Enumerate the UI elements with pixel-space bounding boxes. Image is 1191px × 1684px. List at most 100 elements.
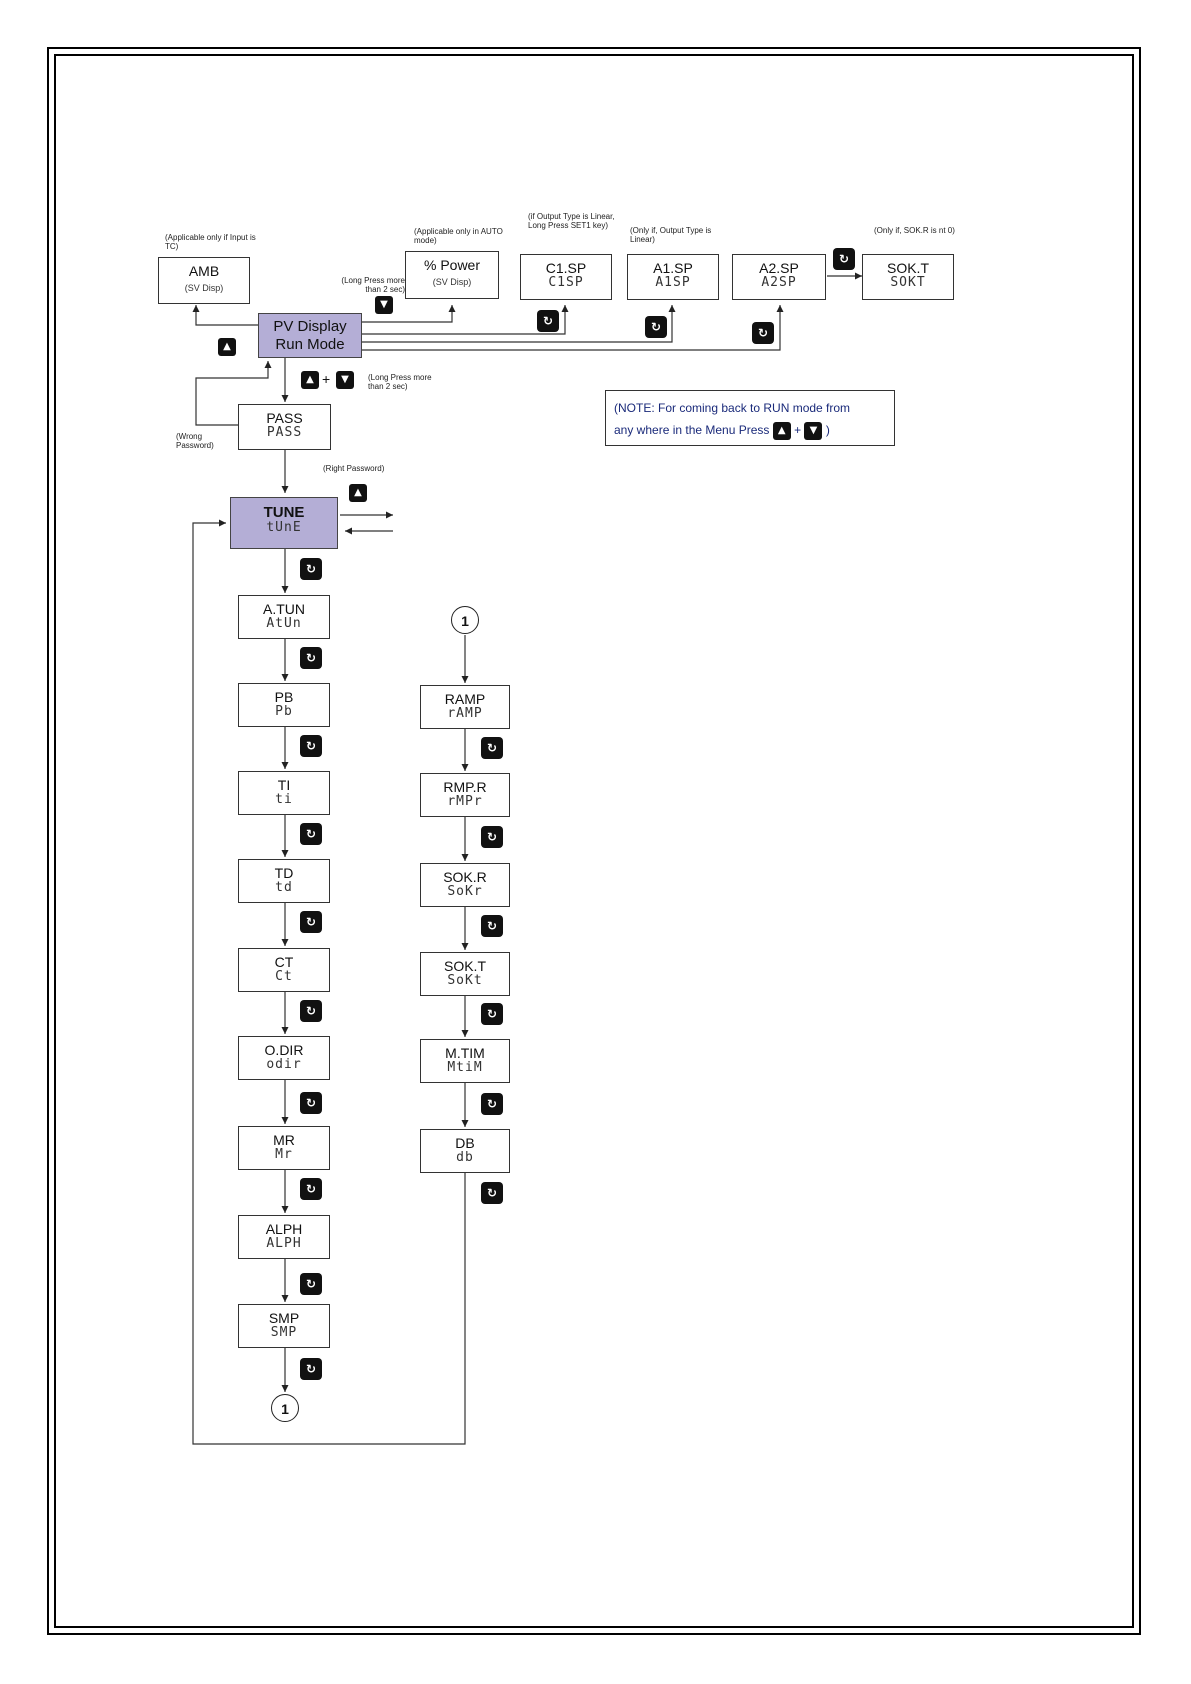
sokr-label: SOK.R [443, 869, 487, 885]
set-key-icon: ↻ [300, 735, 322, 757]
page-border-outer [47, 47, 1141, 1635]
set-key-icon: ↻ [752, 322, 774, 344]
pass-box: PASS PASS [238, 404, 331, 450]
set-key-icon: ↻ [645, 316, 667, 338]
connector-1-top: 1 [451, 606, 479, 634]
set-key-icon: ↻ [300, 1273, 322, 1295]
sokt-lcd: SoKt [447, 973, 483, 989]
tune-box: TUNE tUnE [230, 497, 338, 549]
sokr-lcd: SoKr [447, 884, 483, 900]
set-key-icon: ↻ [481, 1093, 503, 1115]
ct-label: CT [274, 954, 294, 970]
ti-box: TI ti [238, 771, 330, 815]
mr-box: MR Mr [238, 1126, 330, 1170]
alph-lcd: ALPH [266, 1236, 302, 1252]
td-lcd: td [275, 880, 293, 896]
smp-box: SMP SMP [238, 1304, 330, 1348]
power-sub: (SV Disp) [432, 277, 472, 288]
pb-box: PB Pb [238, 683, 330, 727]
ct-lcd: Ct [275, 969, 293, 985]
a2sp-box: A2.SP A2SP [732, 254, 826, 300]
a2sp-label: A2.SP [759, 260, 799, 276]
a1sp-box: A1.SP A1SP [627, 254, 719, 300]
ti-label: TI [277, 777, 291, 793]
sokt-note: (Only if, SOK.R is nt 0) [874, 226, 955, 235]
amb-box: AMB (SV Disp) [158, 257, 250, 304]
set-key-icon: ↻ [537, 310, 559, 332]
note-plus: + [794, 423, 802, 437]
note-box: (NOTE: For coming back to RUN mode from … [605, 390, 895, 446]
a1sp-label: A1.SP [653, 260, 693, 276]
set-key-icon: ↻ [481, 915, 503, 937]
odir-label: O.DIR [264, 1042, 304, 1058]
set-key-icon: ↻ [300, 911, 322, 933]
mtim-box: M.TIM MtiM [420, 1039, 510, 1083]
down-key-icon: ▼ [375, 296, 393, 314]
power-label: % Power [423, 257, 481, 273]
pass-label: PASS [266, 410, 303, 426]
set-key-icon: ↻ [300, 823, 322, 845]
power-long-press-note: (Long Press more than 2 sec) [341, 276, 405, 295]
pb-lcd: Pb [275, 704, 293, 720]
set-key-icon: ↻ [481, 1003, 503, 1025]
pv-line2: Run Mode [275, 336, 345, 354]
tune-label: TUNE [263, 504, 305, 521]
alph-label: ALPH [265, 1221, 303, 1237]
note-line2: any where in the Menu Press [614, 423, 770, 437]
atun-label: A.TUN [263, 601, 305, 617]
td-box: TD td [238, 859, 330, 903]
set-key-icon: ↻ [300, 1178, 322, 1200]
set-key-icon: ↻ [481, 737, 503, 759]
smp-lcd: SMP [270, 1325, 298, 1341]
set-key-icon: ↻ [300, 1092, 322, 1114]
pass-long-press-note: (Long Press more than 2 sec) [368, 373, 432, 392]
rmpr-box: RMP.R rMPr [420, 773, 510, 817]
note-close: ) [825, 423, 830, 437]
set-key-icon: ↻ [300, 558, 322, 580]
rmpr-lcd: rMPr [447, 794, 483, 810]
sokt-top-label: SOK.T [886, 260, 929, 276]
set-key-icon: ↻ [481, 1182, 503, 1204]
db-lcd: db [456, 1150, 474, 1166]
sokr-box: SOK.R SoKr [420, 863, 510, 907]
amb-sub: (SV Disp) [184, 283, 224, 294]
sokt-top-box: SOK.T SOKT [862, 254, 954, 300]
mtim-label: M.TIM [445, 1045, 485, 1061]
tune-lcd: tUnE [266, 520, 302, 536]
atun-lcd: AtUn [266, 616, 302, 632]
odir-box: O.DIR odir [238, 1036, 330, 1080]
a1sp-note: (Only if, Output Type is Linear) [630, 226, 712, 245]
wrong-password-note: (Wrong Password) [176, 432, 214, 451]
right-password-note: (Right Password) [323, 464, 385, 473]
rmpr-label: RMP.R [443, 779, 487, 795]
sokt-label: SOK.T [443, 958, 486, 974]
mr-lcd: Mr [275, 1147, 293, 1163]
atun-box: A.TUN AtUn [238, 595, 330, 639]
c1sp-lcd: C1SP [548, 275, 584, 291]
set-key-icon: ↻ [300, 647, 322, 669]
td-label: TD [274, 865, 294, 881]
a2sp-lcd: A2SP [761, 275, 797, 291]
ramp-label: RAMP [444, 691, 486, 707]
down-key-icon: ▼ [804, 421, 823, 440]
power-box: % Power (SV Disp) [405, 251, 499, 299]
db-label: DB [455, 1135, 475, 1151]
amb-label: AMB [188, 263, 220, 279]
sokt-top-lcd: SOKT [890, 275, 926, 291]
down-key-icon: ▼ [336, 371, 354, 389]
up-key-icon: ▲ [349, 484, 367, 502]
pb-label: PB [274, 689, 294, 705]
ramp-box: RAMP rAMP [420, 685, 510, 729]
a1sp-lcd: A1SP [655, 275, 691, 291]
set-key-icon: ↻ [481, 826, 503, 848]
plus-sign: + [322, 371, 331, 387]
smp-label: SMP [268, 1310, 300, 1326]
ramp-lcd: rAMP [447, 706, 483, 722]
up-key-icon: ▲ [301, 371, 319, 389]
mr-label: MR [273, 1132, 295, 1148]
ti-lcd: ti [275, 792, 293, 808]
page-border-inner [54, 54, 1134, 1628]
set-key-icon: ↻ [833, 248, 855, 270]
power-note: (Applicable only in AUTO mode) [414, 227, 503, 246]
